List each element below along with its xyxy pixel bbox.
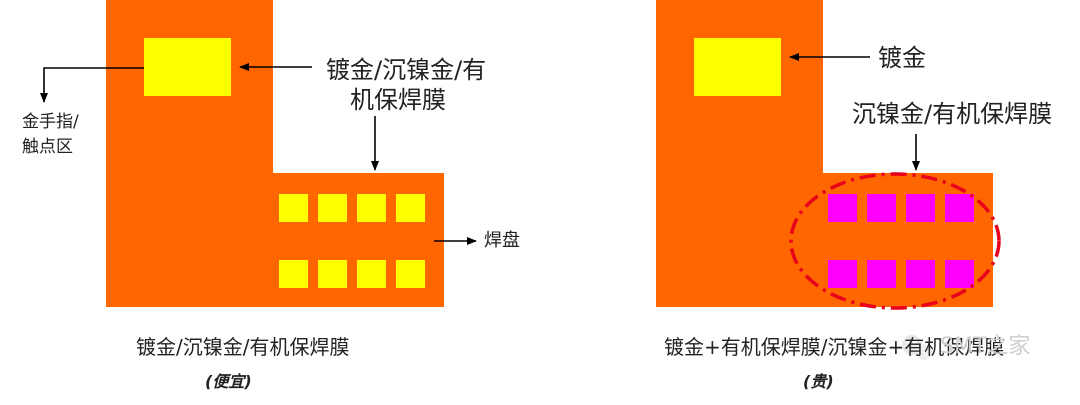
left-solder-pad (396, 260, 425, 288)
right-solder-pad (906, 260, 935, 288)
left-gold-finger-pad (144, 38, 231, 96)
wechat-icon (902, 335, 932, 360)
right-cost-label: (贵) (803, 372, 834, 391)
right-solder-pad-grid (828, 194, 974, 288)
left-solder-pad (318, 260, 347, 288)
right-solder-pad (867, 194, 896, 222)
right-gold-pad (694, 38, 781, 96)
arrow-to-finger-label (40, 67, 144, 103)
left-solder-pad (357, 260, 386, 288)
left-solder-pad (279, 194, 308, 222)
watermark-text: SMT之家 (940, 334, 1031, 359)
left-cost-label: (便宜) (205, 372, 252, 391)
right-solder-pad (867, 260, 896, 288)
left-caption: 镀金/沉镍金/有机保焊膜 (136, 335, 350, 359)
right-caption: 镀金+有机保焊膜/沉镍金+有机保焊膜 (664, 335, 1005, 359)
right-pads-label: 沉镍金/有机保焊膜 (852, 100, 1053, 128)
left-top-label-line1: 镀金/沉镍金/有 (326, 56, 487, 84)
right-solder-pad (945, 194, 974, 222)
right-pads-dashed-outline (789, 172, 1001, 310)
finger-label-line2: 触点区 (22, 137, 73, 157)
finger-label-line1: 金手指/ (22, 112, 79, 132)
left-solder-pad (396, 194, 425, 222)
left-top-label-line2: 机保焊膜 (350, 86, 446, 114)
pad-label: 焊盘 (484, 230, 520, 251)
left-solder-pad-grid (279, 194, 425, 288)
left-solder-pad (279, 260, 308, 288)
right-solder-pad (828, 260, 857, 288)
right-solder-pad (906, 194, 935, 222)
right-solder-pad (828, 194, 857, 222)
left-solder-pad (357, 194, 386, 222)
right-solder-pad (945, 260, 974, 288)
left-solder-pad (318, 194, 347, 222)
right-gold-label: 镀金 (878, 44, 926, 72)
